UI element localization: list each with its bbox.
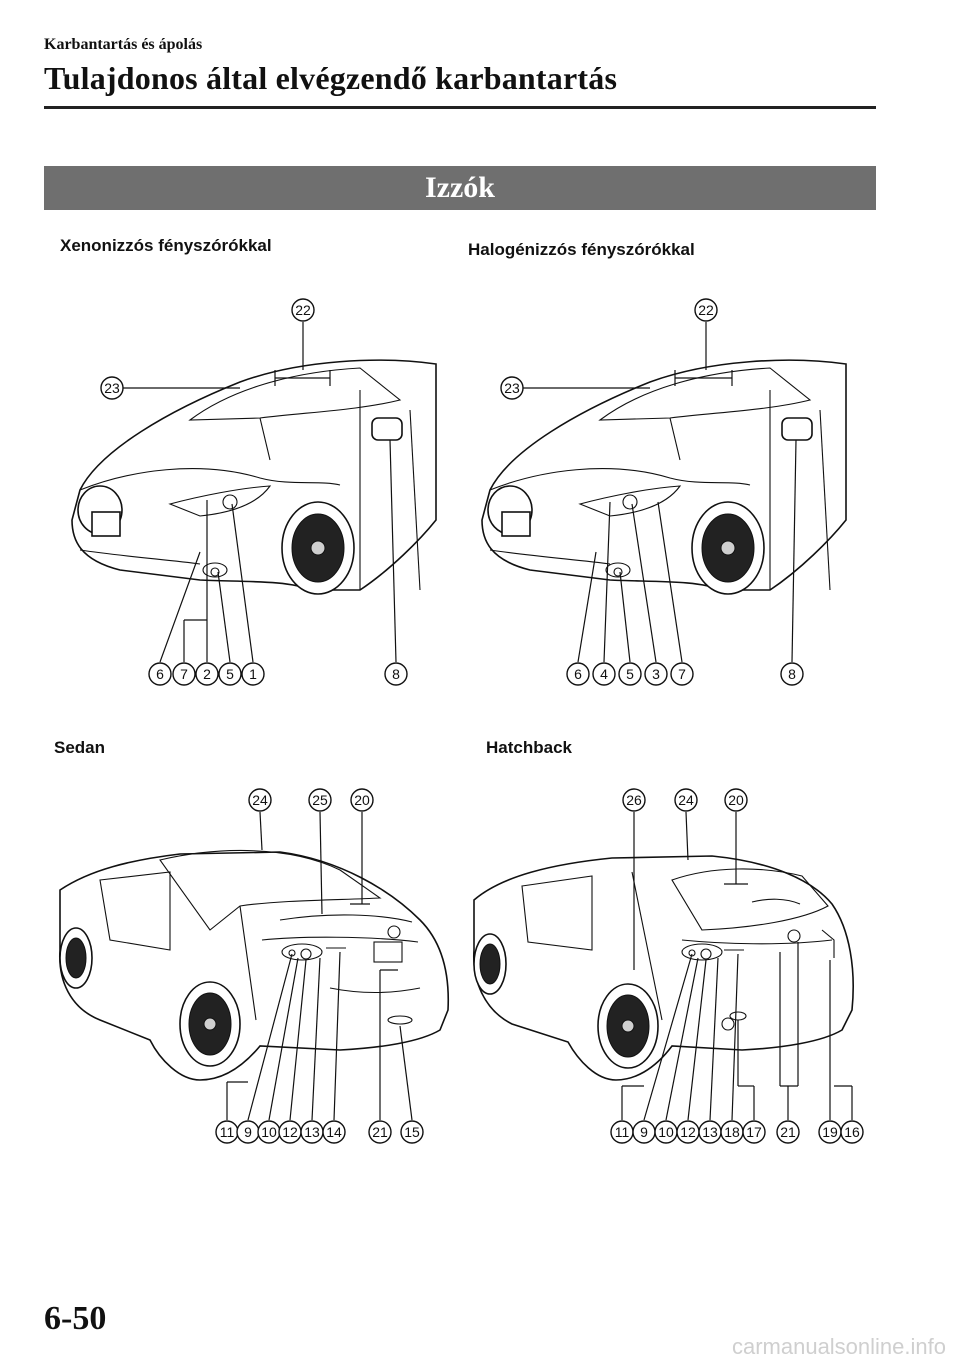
- callout-21: 21: [372, 1124, 388, 1140]
- callout-20: 20: [354, 792, 370, 808]
- callout-18: 18: [724, 1124, 740, 1140]
- callout-7: 7: [678, 666, 686, 682]
- front-halogen-figure: 22 23 6 4 5 3 7 8: [470, 290, 860, 700]
- callout-3: 3: [652, 666, 660, 682]
- callout-10: 10: [261, 1124, 277, 1140]
- rear-hatchback-figure: 26 24 20 11 9 10 12 13 18 17 21 19 16: [462, 780, 902, 1180]
- callout-leaders: [522, 322, 797, 663]
- callout-14: 14: [326, 1124, 342, 1140]
- callout-21: 21: [780, 1124, 796, 1140]
- callout-25: 25: [312, 792, 328, 808]
- callout-numbers: 22 23 6 7 2 5 1 8: [100, 298, 408, 686]
- car-rear-sedan-illustration: [59, 849, 450, 1081]
- callout-leaders: [226, 811, 413, 1121]
- car-front-illustration: [481, 359, 847, 595]
- callout-12: 12: [680, 1124, 696, 1140]
- callout-16: 16: [844, 1124, 860, 1140]
- callout-10: 10: [658, 1124, 674, 1140]
- front-xenon-figure: 22 23 6 7 2 5 1 8: [60, 290, 450, 700]
- callout-6: 6: [156, 666, 164, 682]
- rear-hatchback-label: Hatchback: [486, 738, 572, 757]
- callout-13: 13: [304, 1124, 320, 1140]
- rear-sedan-label: Sedan: [54, 738, 106, 757]
- rear-sedan-figure: 24 25 20 11 9 10 12 13 14 21 15: [40, 780, 460, 1180]
- callout-6: 6: [574, 666, 582, 682]
- callout-4: 4: [600, 666, 608, 682]
- callout-26: 26: [626, 792, 642, 808]
- watermark: carmanualsonline.info: [731, 1334, 946, 1359]
- callout-2: 2: [203, 666, 211, 682]
- callout-23: 23: [104, 380, 120, 396]
- section-banner: Izzók: [44, 166, 876, 210]
- callout-leaders: [621, 811, 853, 1121]
- callout-5: 5: [626, 666, 634, 682]
- title-divider: [44, 106, 876, 109]
- callout-12: 12: [282, 1124, 298, 1140]
- callout-9: 9: [640, 1124, 648, 1140]
- callout-13: 13: [702, 1124, 718, 1140]
- callout-7: 7: [180, 666, 188, 682]
- page-number: 6-50: [44, 1300, 107, 1337]
- callout-17: 17: [746, 1124, 762, 1140]
- front-xenon-label: Xenonizzós fényszórókkal: [60, 236, 272, 255]
- front-halogen-label: Halogénizzós fényszórókkal: [468, 240, 695, 259]
- callout-20: 20: [728, 792, 744, 808]
- callout-numbers: 24 25 20 11 9 10 12 13 14 21 15: [215, 788, 424, 1144]
- callout-24: 24: [252, 792, 268, 808]
- callout-numbers: 22 23 6 4 5 3 7 8: [500, 298, 804, 686]
- callout-5: 5: [226, 666, 234, 682]
- callout-11: 11: [220, 1124, 235, 1140]
- callout-11: 11: [615, 1124, 630, 1140]
- car-rear-hatchback-illustration: [473, 855, 854, 1081]
- callout-22: 22: [295, 302, 311, 318]
- callout-leaders: [122, 322, 397, 663]
- callout-15: 15: [404, 1124, 420, 1140]
- callout-9: 9: [244, 1124, 252, 1140]
- breadcrumb: Karbantartás és ápolás: [44, 36, 203, 53]
- callout-numbers: 26 24 20 11 9 10 12 13 18 17 21 19 16: [610, 788, 864, 1144]
- callout-24: 24: [678, 792, 694, 808]
- callout-19: 19: [822, 1124, 838, 1140]
- callout-8: 8: [788, 666, 796, 682]
- callout-23: 23: [504, 380, 520, 396]
- page-title: Tulajdonos által elvégzendő karbantartás: [44, 60, 618, 96]
- callout-22: 22: [698, 302, 714, 318]
- callout-8: 8: [392, 666, 400, 682]
- callout-1: 1: [249, 666, 257, 682]
- car-front-illustration: [71, 359, 437, 595]
